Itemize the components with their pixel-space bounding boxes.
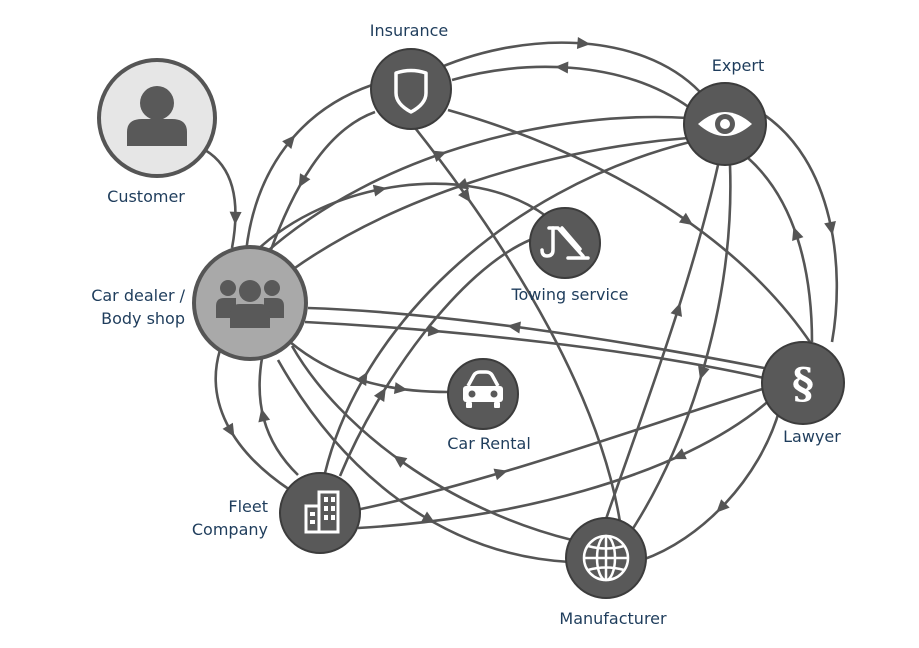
- shield-icon: [394, 68, 428, 114]
- edge-lawyer-to-dealer: [307, 306, 765, 370]
- arrowhead: [282, 135, 296, 149]
- arrowhead: [373, 387, 386, 402]
- edge-expert-to-lawyer: [759, 110, 839, 343]
- edge-expert-to-insurance: [451, 65, 691, 110]
- group-icon: [216, 280, 284, 328]
- edge-dealer-to-lawyer: [304, 320, 765, 380]
- node-insurance[interactable]: Insurance: [370, 21, 452, 130]
- arrowhead: [393, 455, 408, 468]
- node-towing-label: Towing service: [510, 285, 628, 304]
- node-insurance-label: Insurance: [370, 21, 449, 40]
- edge-lawyer-to-expert: [747, 157, 814, 343]
- edge-lawyer-to-manufacturer: [641, 407, 782, 562]
- eye-icon: [698, 112, 752, 136]
- node-manufacturer[interactable]: Manufacturer: [559, 517, 667, 628]
- connection-edges: [204, 37, 839, 564]
- edge-expert-to-dealer: [291, 136, 689, 272]
- node-expert-label: Expert: [712, 56, 764, 75]
- arrowhead: [458, 188, 471, 203]
- node-expert[interactable]: Expert: [683, 56, 767, 166]
- node-lawyer[interactable]: § Lawyer: [761, 341, 845, 446]
- node-fleet-label-line2: Company: [192, 520, 268, 539]
- car-icon: [463, 370, 503, 408]
- arrowhead: [393, 382, 408, 395]
- node-manufacturer-label: Manufacturer: [559, 609, 667, 628]
- edge-manufacturer-to-expert: [603, 164, 720, 523]
- building-icon: [304, 490, 340, 534]
- node-insurance-circle: [370, 48, 452, 130]
- node-rental[interactable]: Car Rental: [447, 358, 531, 453]
- arrowhead: [222, 422, 235, 438]
- arrowhead: [507, 321, 521, 334]
- arrowhead: [421, 511, 436, 524]
- arrowhead: [258, 408, 271, 423]
- node-fleet[interactable]: Fleet Company: [192, 472, 361, 554]
- node-dealer-label-line2: Body shop: [101, 309, 185, 328]
- edge-manufacturer-to-dealer: [290, 345, 573, 542]
- node-fleet-label-line1: Fleet: [228, 497, 268, 516]
- arrowhead: [672, 448, 687, 460]
- node-dealer-circle: [192, 245, 308, 361]
- arrowhead: [824, 221, 836, 235]
- arrowhead: [432, 150, 447, 162]
- node-towing-circle: [529, 207, 601, 279]
- nodes: Customer Car dealer / Body shop Insuranc…: [91, 21, 845, 628]
- node-dealer[interactable]: Car dealer / Body shop: [91, 245, 308, 361]
- arrowhead: [427, 324, 442, 337]
- node-lawyer-circle: [761, 341, 845, 425]
- node-customer[interactable]: Customer: [97, 58, 217, 206]
- arrowhead: [576, 37, 591, 49]
- node-dealer-label-line1: Car dealer /: [91, 286, 185, 305]
- globe-icon: [582, 534, 630, 582]
- edge-fleet-to-towing: [338, 238, 531, 477]
- arrowhead: [670, 302, 683, 317]
- arrowhead: [555, 61, 569, 74]
- node-rental-label: Car Rental: [447, 434, 531, 453]
- arrowhead: [229, 211, 242, 225]
- arrowhead: [493, 468, 508, 481]
- edge-dealer-to-fleet: [214, 349, 291, 492]
- node-lawyer-label: Lawyer: [783, 427, 841, 446]
- person-icon: [127, 86, 187, 146]
- edge-dealer-to-insurance: [244, 83, 373, 253]
- arrowhead: [698, 365, 710, 380]
- paragraph-icon: §: [792, 359, 814, 408]
- edge-expert-to-manufacturer: [630, 164, 732, 531]
- edge-fleet-to-expert: [323, 140, 691, 474]
- edge-dealer-to-expert: [261, 115, 689, 257]
- edge-dealer-to-towing: [254, 182, 547, 253]
- node-towing[interactable]: Towing service: [510, 207, 629, 304]
- arrowhead: [372, 184, 387, 197]
- arrowhead: [298, 173, 311, 188]
- arrowhead: [454, 177, 470, 190]
- node-customer-label: Customer: [107, 187, 185, 206]
- edge-insurance-to-expert: [429, 41, 701, 93]
- edge-fleet-to-lawyer: [355, 386, 767, 512]
- arrowhead: [355, 371, 368, 387]
- arrowhead: [678, 212, 694, 226]
- edge-customer-to-dealer: [204, 148, 237, 249]
- edge-lawyer-to-fleet: [357, 397, 773, 530]
- tow-crane-icon: [540, 226, 590, 260]
- arrowhead: [716, 499, 730, 513]
- arrowhead: [792, 226, 804, 242]
- edge-insurance-to-lawyer: [447, 108, 814, 346]
- edge-insurance-to-manufacturer: [410, 123, 622, 523]
